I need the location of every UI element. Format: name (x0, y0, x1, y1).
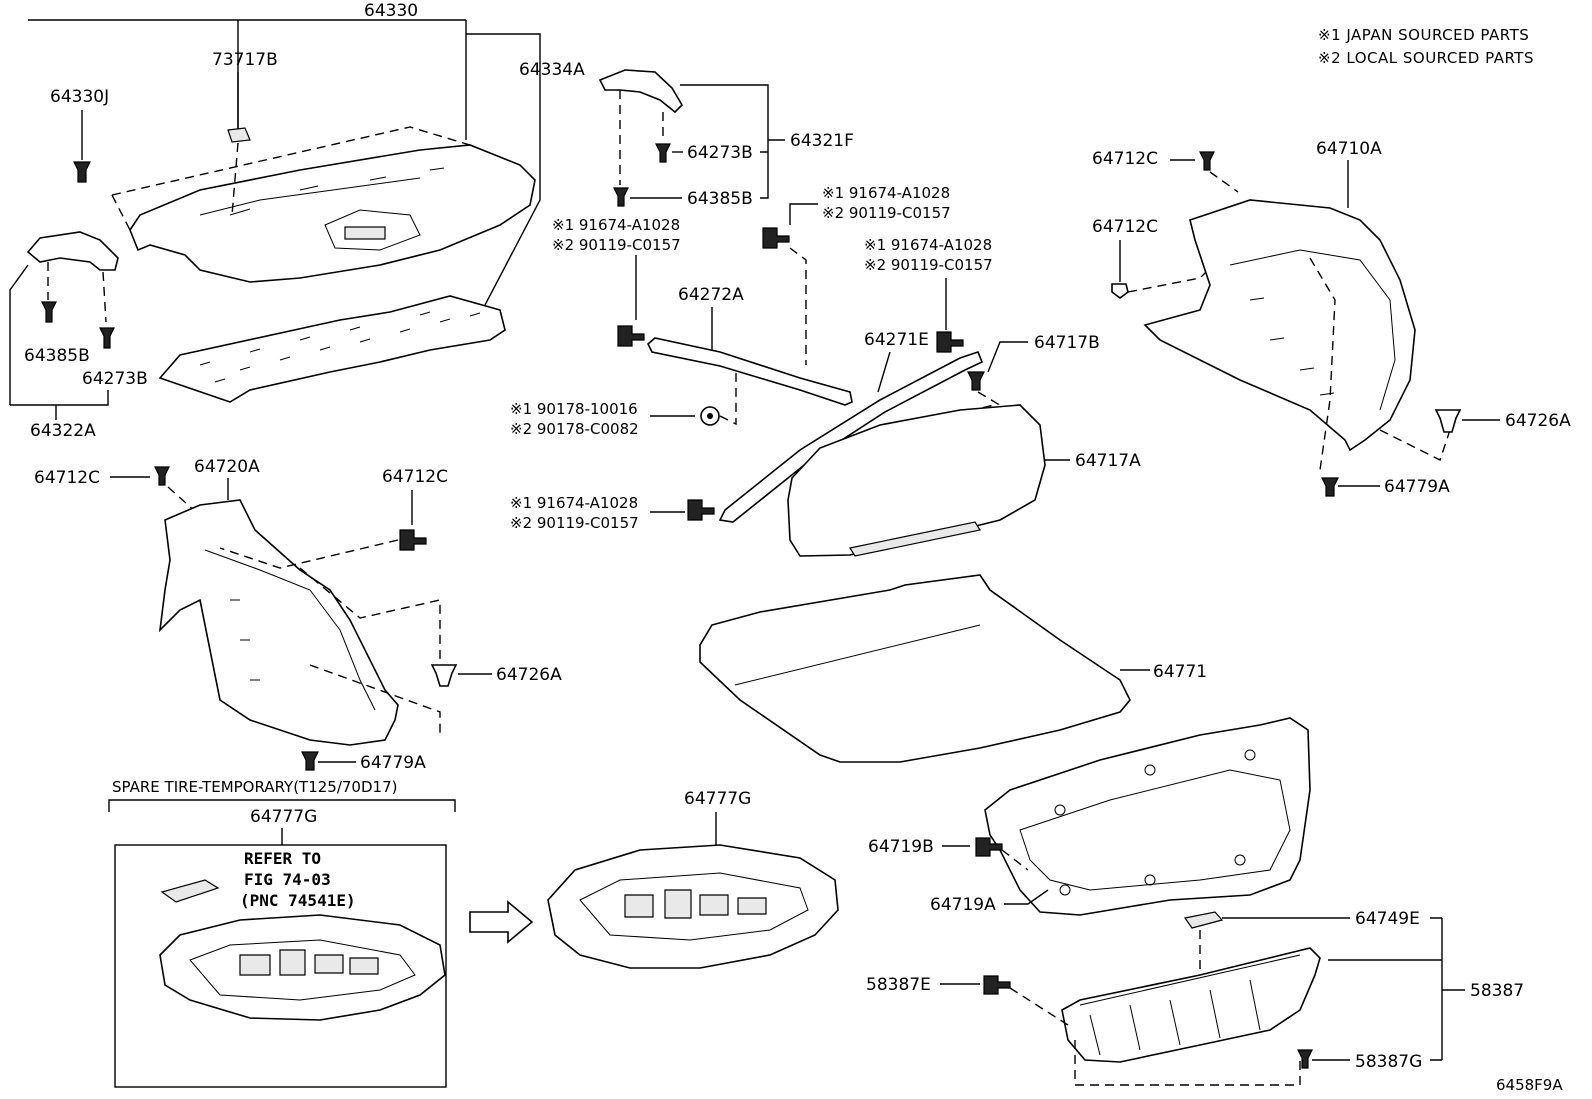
label-64719B: 64719B (868, 837, 934, 857)
ref-e-local: ※2 90119-C0157 (510, 514, 639, 532)
side-trim-right-64710A (1143, 199, 1416, 452)
label-64779A-right: 64779A (1384, 477, 1450, 497)
label-64322A: 64322A (30, 421, 96, 441)
trim-cover-64334A (598, 69, 684, 114)
label-73717B: 73717B (212, 50, 278, 70)
ref-c-japan: ※1 91674-A1028 (864, 236, 992, 254)
label-58387E: 58387E (866, 975, 931, 995)
side-trim-left-64720A (158, 499, 399, 746)
ref-e-japan: ※1 91674-A1028 (510, 494, 638, 512)
label-64712C-tr2: 64712C (1092, 217, 1158, 237)
ref-c-local: ※2 90119-C0157 (864, 256, 993, 274)
label-64273B-left: 64273B (82, 369, 148, 389)
trim-bracket-64322A (26, 231, 119, 271)
label-64719A: 64719A (930, 895, 996, 915)
brace-bar-64272A (647, 337, 853, 406)
spare-tire-caption: SPARE TIRE-TEMPORARY(T125/70D17) (112, 778, 397, 796)
ref-a-local: ※2 90119-C0157 (552, 236, 681, 254)
label-64710A: 64710A (1316, 139, 1382, 159)
label-64712C-tr1: 64712C (1092, 149, 1158, 169)
label-64321F: 64321F (790, 131, 854, 151)
trunk-floor-mat-64771 (699, 574, 1131, 763)
trunk-carpet-front-64717A (787, 404, 1046, 557)
ref-b-local: ※2 90119-C0157 (822, 204, 951, 222)
arrow-icon (469, 900, 534, 944)
label-64271E: 64271E (864, 330, 929, 350)
figure-code: 6458F9A (1496, 1076, 1563, 1094)
ref-d-local: ※2 90178-C0082 (510, 420, 639, 438)
label-64726A-right: 64726A (1505, 411, 1571, 431)
label-64749E: 64749E (1355, 909, 1420, 929)
label-64712C-l2: 64712C (382, 467, 448, 487)
refer-to-line3: (PNC 74541E) (240, 891, 356, 910)
label-64771: 64771 (1153, 662, 1207, 682)
label-64385B-top: 64385B (687, 189, 753, 209)
label-64330: 64330 (364, 1, 418, 21)
label-64720A: 64720A (194, 457, 260, 477)
brace-bar-64271E (718, 351, 984, 523)
ref-b-japan: ※1 91674-A1028 (822, 184, 950, 202)
trunk-lid-trim-64719A (984, 717, 1311, 916)
label-64334A: 64334A (519, 60, 585, 80)
label-64717B: 64717B (1034, 333, 1100, 353)
label-64777G-box: 64777G (250, 807, 317, 827)
label-64779A-left: 64779A (360, 753, 426, 773)
refer-to-line1: REFER TO (244, 849, 321, 868)
scuff-plate-58387 (1061, 947, 1321, 1063)
package-tray-trim (129, 144, 536, 283)
label-64330J: 64330J (50, 87, 109, 107)
label-64717A: 64717A (1075, 451, 1141, 471)
spare-tire-tray-64777G (547, 844, 839, 969)
ref-a-japan: ※1 91674-A1028 (552, 216, 680, 234)
spare-tire-box (114, 844, 447, 1088)
refer-to-line2: FIG 74-03 (244, 870, 331, 889)
ref-d-japan: ※1 90178-10016 (510, 400, 638, 418)
label-58387G: 58387G (1355, 1052, 1422, 1072)
label-64273B-top: 64273B (687, 143, 753, 163)
label-58387: 58387 (1470, 981, 1524, 1001)
legend-local-sourced: ※2 LOCAL SOURCED PARTS (1318, 49, 1534, 67)
label-64777G: 64777G (684, 789, 751, 809)
label-64726A-left: 64726A (496, 665, 562, 685)
label-64385B-left: 64385B (24, 346, 90, 366)
spare-tire-tray-boxed (159, 914, 446, 1021)
label-64272A: 64272A (678, 285, 744, 305)
label-64712C-l1: 64712C (34, 468, 100, 488)
package-tray-panel (158, 295, 506, 403)
legend-japan-sourced: ※1 JAPAN SOURCED PARTS (1318, 26, 1529, 44)
